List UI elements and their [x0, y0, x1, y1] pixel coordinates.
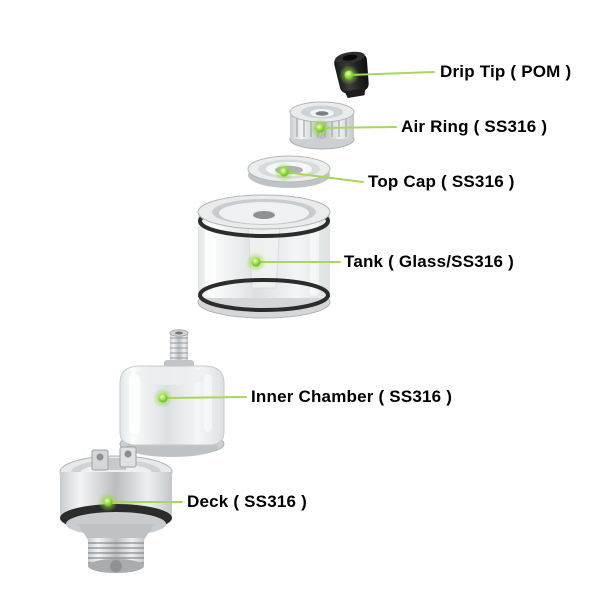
callout-top-cap: [274, 162, 364, 183]
label-inner-chamber: Inner Chamber ( SS316 ): [251, 387, 453, 406]
callout-drip-tip: [339, 65, 435, 85]
tank-graphic: [197, 194, 331, 319]
callout-deck: [98, 492, 183, 512]
callout-tank: [246, 252, 341, 272]
label-tank: Tank ( Glass/SS316 ): [344, 252, 514, 271]
callout-inner-chamber: [153, 388, 247, 408]
inner-chamber-graphic: [119, 329, 225, 457]
callout-air-ring: [310, 118, 397, 138]
label-drip-tip: Drip Tip ( POM ): [440, 62, 572, 81]
label-top-cap: Top Cap ( SS316 ): [368, 172, 515, 191]
tank-oring-bottom: [198, 278, 330, 312]
deck-graphic: [59, 446, 173, 573]
label-air-ring: Air Ring ( SS316 ): [401, 117, 548, 136]
label-deck: Deck ( SS316 ): [187, 492, 307, 511]
